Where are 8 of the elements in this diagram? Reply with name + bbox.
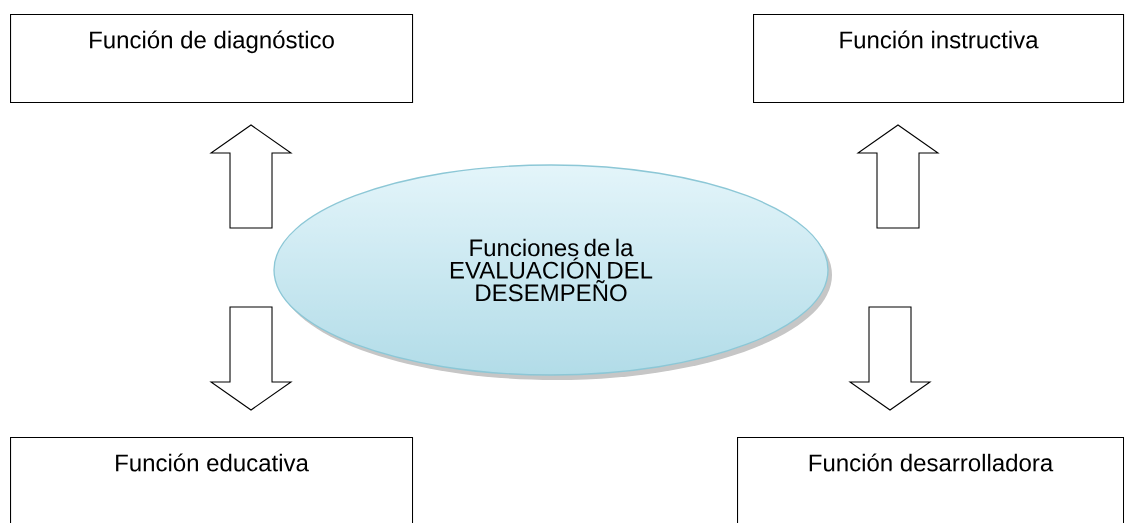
function-box: Función educativa <box>10 437 414 523</box>
block-arrow <box>209 124 293 229</box>
function-box: Función desarrolladora <box>737 437 1125 523</box>
block-arrow <box>209 306 293 411</box>
block-arrow <box>856 124 940 229</box>
function-box: Función de diagnóstico <box>10 14 414 104</box>
function-box: Función instructiva <box>753 14 1125 104</box>
block-arrow <box>848 306 932 411</box>
